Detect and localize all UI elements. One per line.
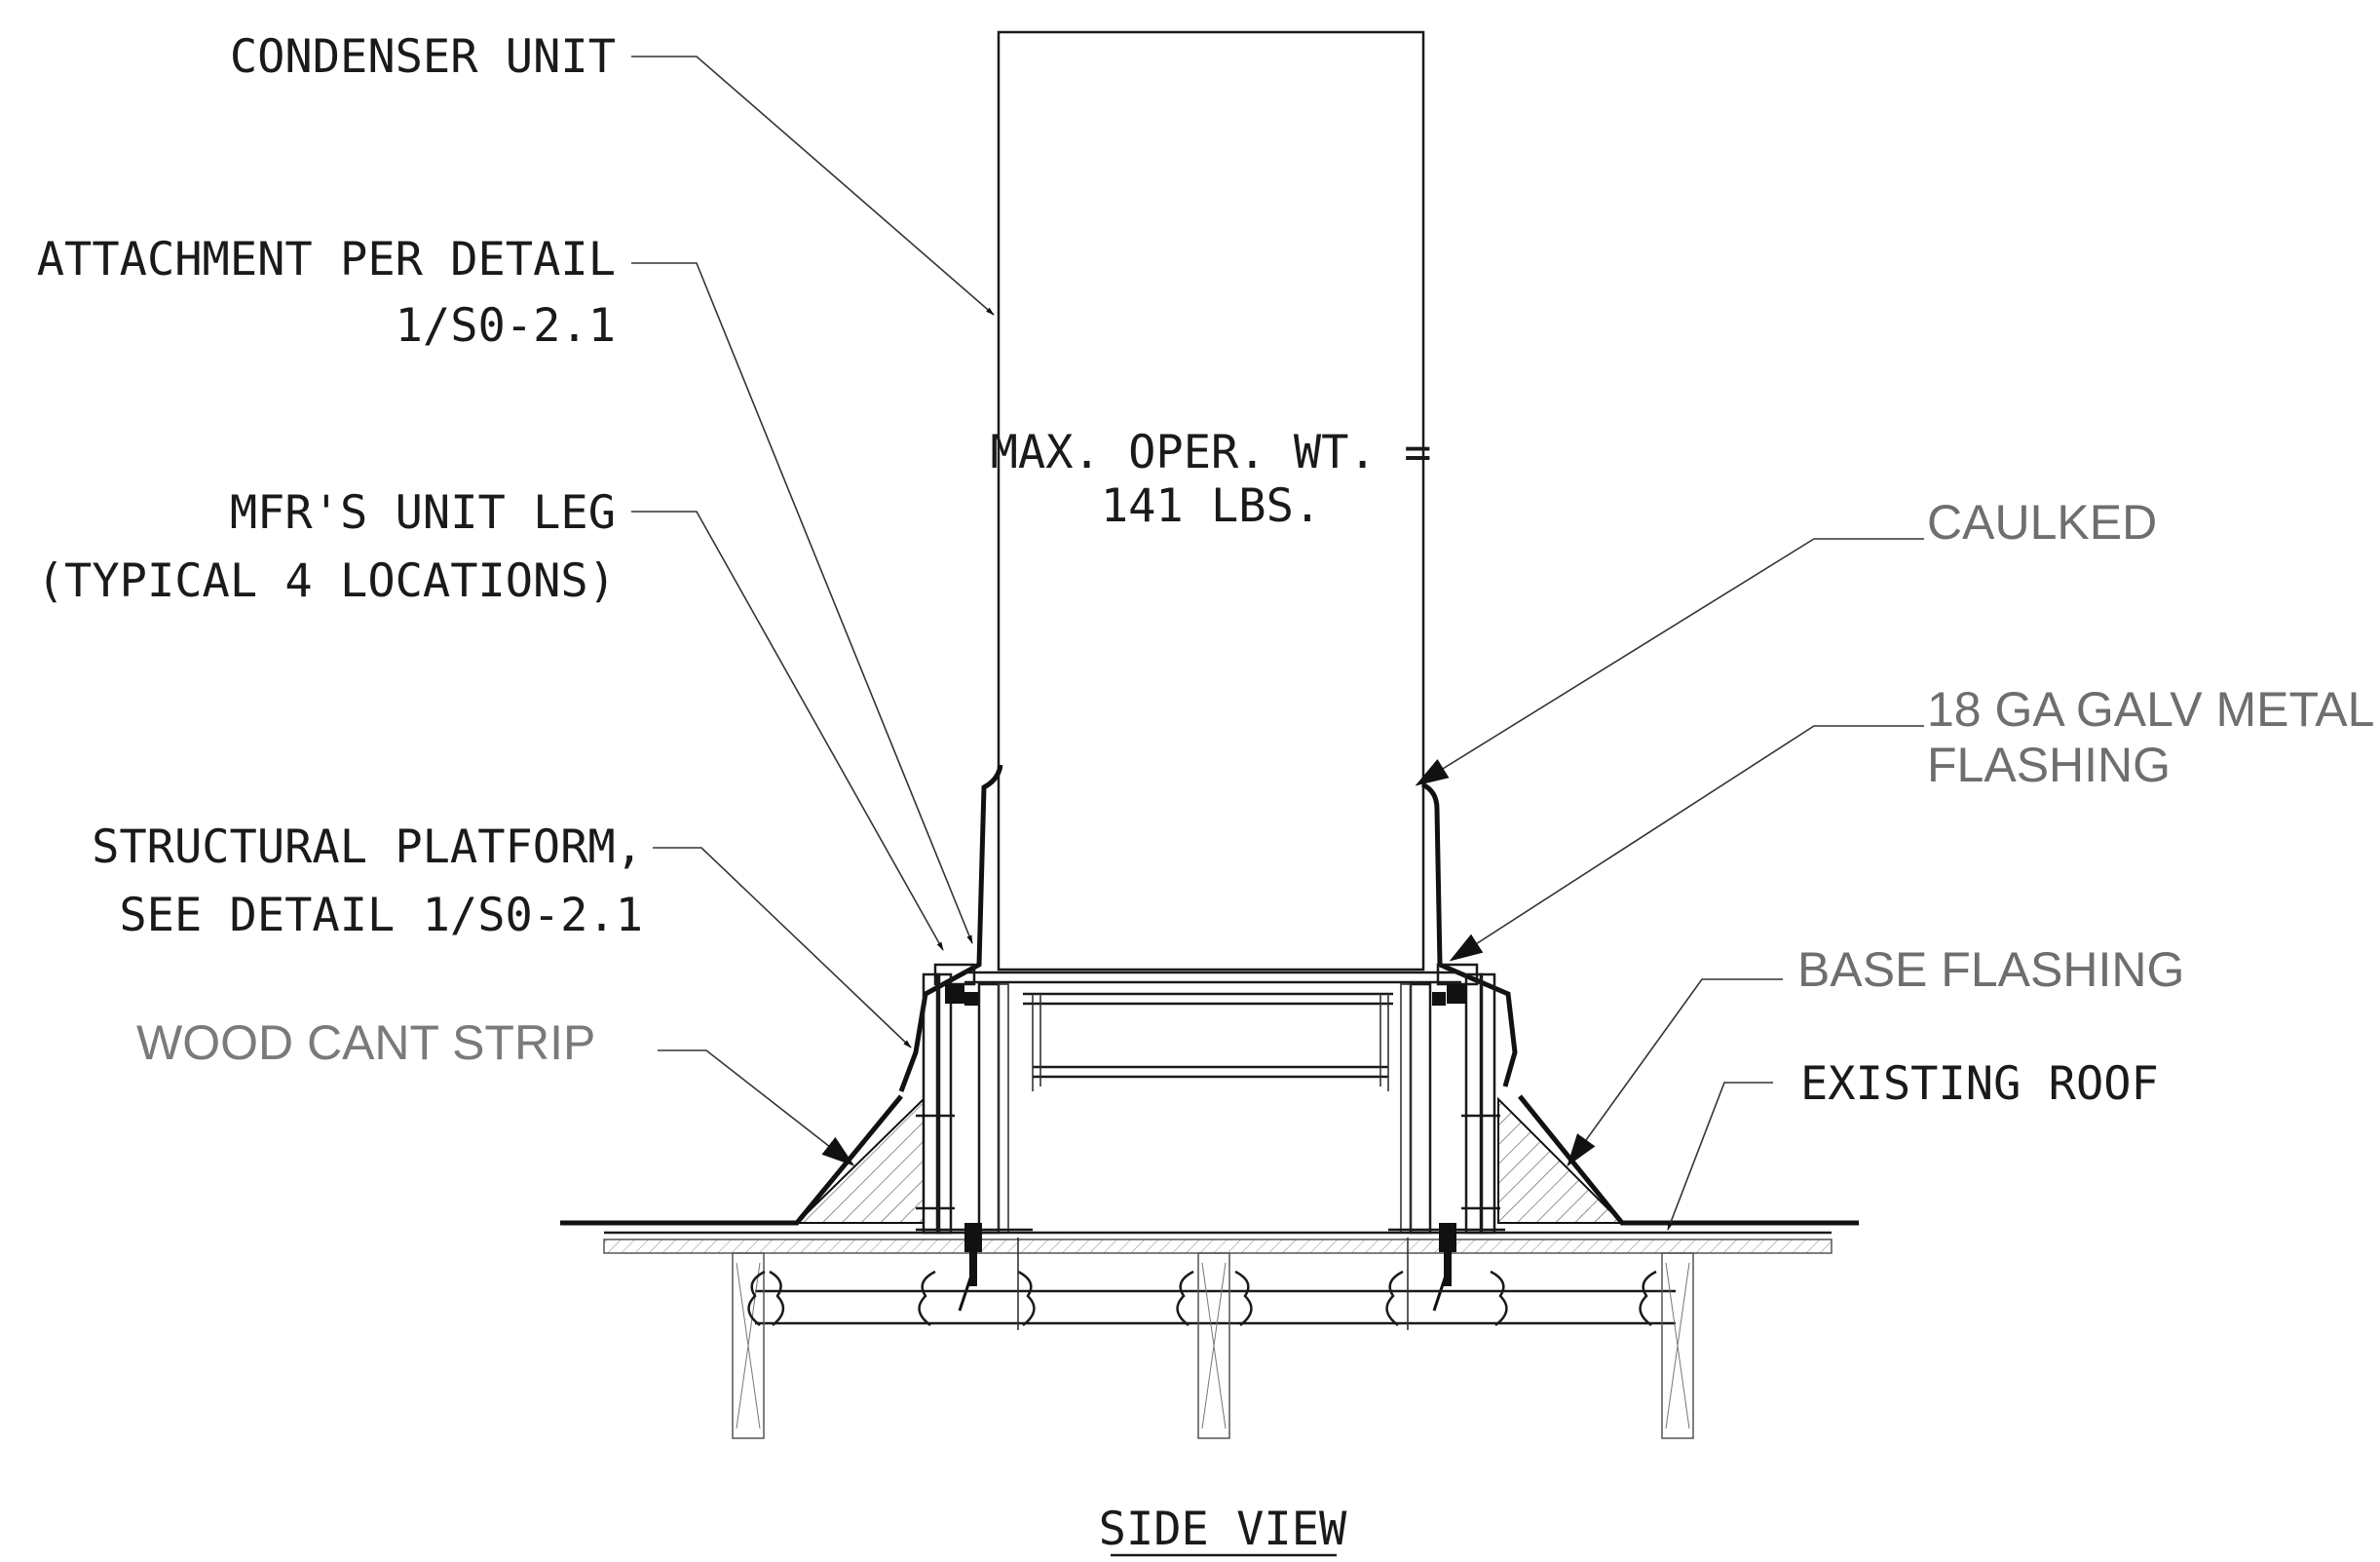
wood-cant-strip-left xyxy=(794,1096,925,1224)
label-existing-roof: EXISTING ROOF xyxy=(1800,1057,2159,1111)
view-title: SIDE VIEW xyxy=(1099,1503,1347,1556)
leader-lines xyxy=(631,56,1924,1231)
label-attachment-line1: ATTACHMENT PER DETAIL xyxy=(37,233,616,286)
label-unit-leg-line2: (TYPICAL 4 LOCATIONS) xyxy=(37,554,616,608)
anchor-bolts xyxy=(958,1223,1456,1312)
label-caulked: CAULKED xyxy=(1927,495,2157,550)
roof-joists xyxy=(732,1238,1694,1439)
label-wood-cant-strip: WOOD CANT STRIP xyxy=(136,1015,595,1070)
existing-roof-deck xyxy=(603,1231,1832,1254)
structural-platform xyxy=(916,963,1505,1235)
max-weight-line2: 141 LBS. xyxy=(1101,479,1321,533)
condenser-unit-body xyxy=(997,30,1425,971)
label-platform-line1: STRUCTURAL PLATFORM, xyxy=(92,820,643,874)
label-flashing-line1: 18 GA GALV METAL xyxy=(1927,682,2374,737)
label-condenser-unit: CONDENSER UNIT xyxy=(230,30,616,84)
base-flashing xyxy=(560,1094,1859,1226)
label-attachment-line2: 1/S0-2.1 xyxy=(396,299,616,353)
max-weight-line1: MAX. OPER. WT. = xyxy=(991,426,1432,479)
label-base-flashing: BASE FLASHING xyxy=(1797,942,2184,997)
wood-cant-strip-right xyxy=(1497,1096,1625,1224)
label-platform-line2: SEE DETAIL 1/S0-2.1 xyxy=(119,889,643,942)
label-unit-leg-line1: MFR'S UNIT LEG xyxy=(230,486,616,540)
label-flashing-line2: FLASHING xyxy=(1927,738,2171,792)
